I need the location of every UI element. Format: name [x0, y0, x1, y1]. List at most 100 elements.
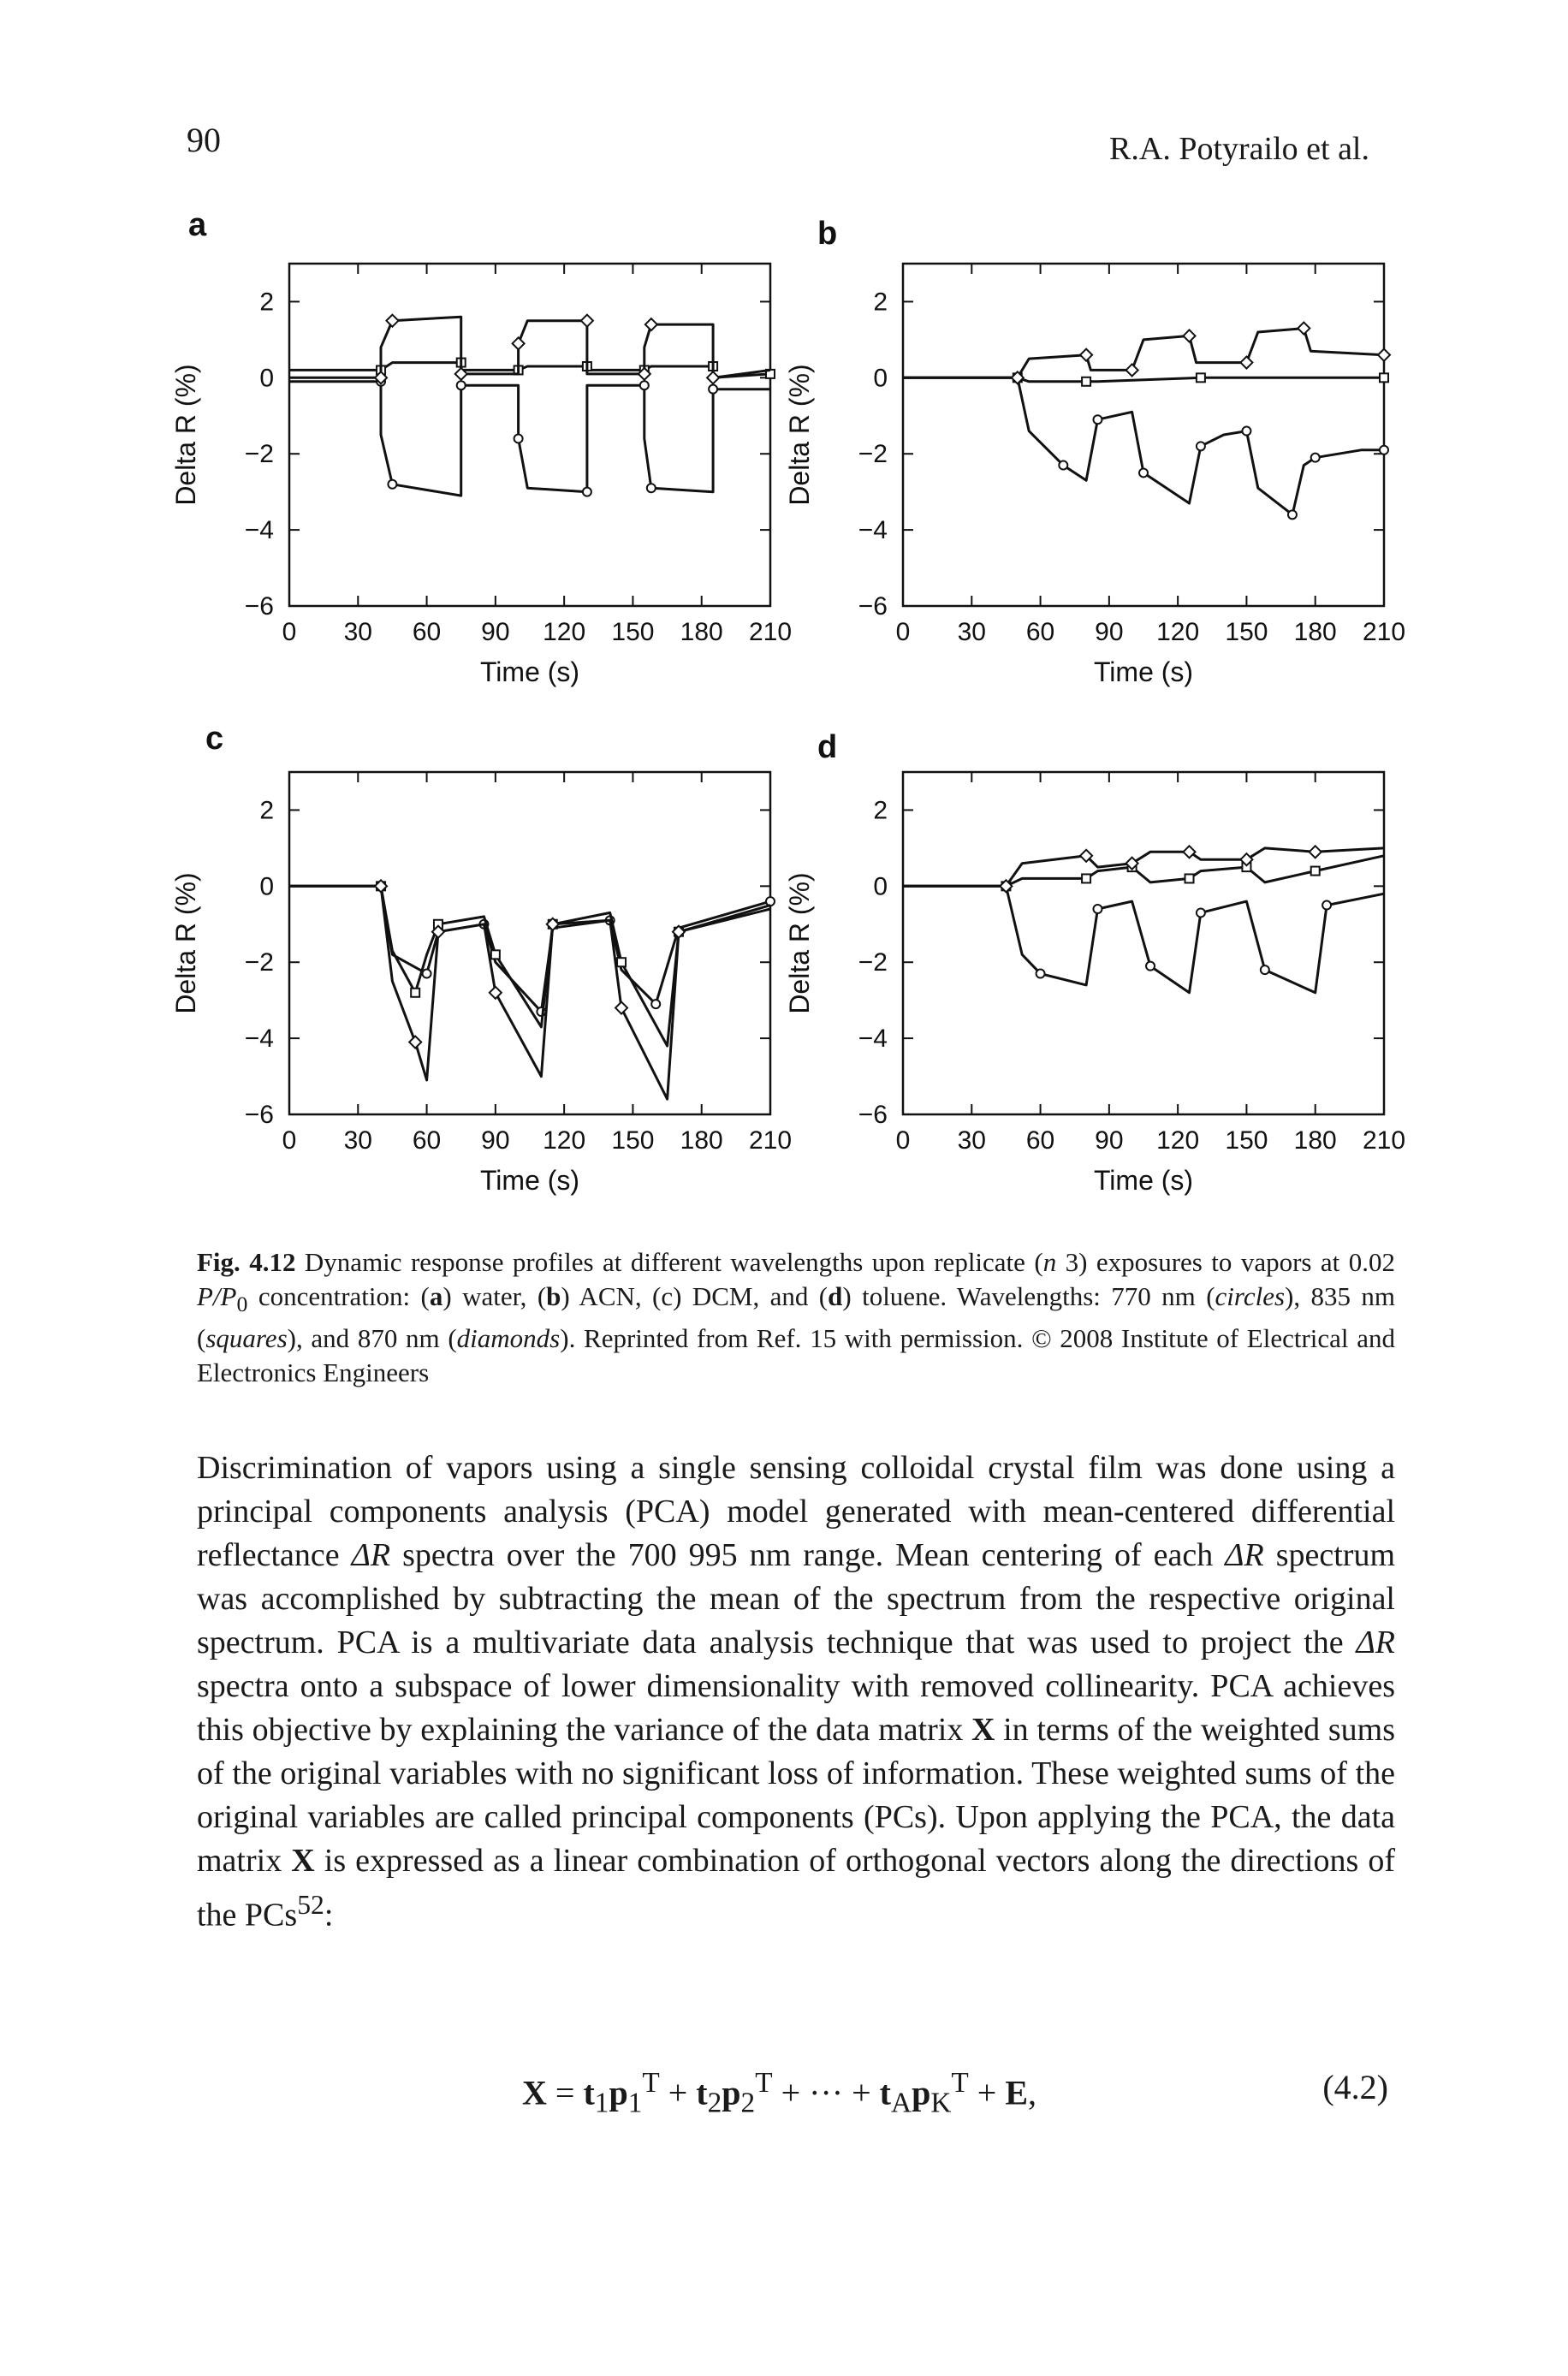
- data-point-circle: [1195, 441, 1206, 452]
- data-point-diamond: [373, 878, 389, 894]
- delta-r: ΔR: [1356, 1625, 1395, 1660]
- data-point-circle: [1322, 900, 1333, 911]
- data-point-circle: [1195, 907, 1206, 918]
- data-point-diamond: [1078, 347, 1094, 363]
- y-tick-label: −6: [245, 1101, 274, 1129]
- y-tick-label: −6: [858, 592, 888, 621]
- eq-x: X: [522, 2073, 547, 2112]
- matrix-x: X: [291, 1843, 315, 1879]
- y-tick-label: −2: [245, 948, 274, 977]
- plot-frame: [288, 770, 772, 1116]
- x-tick-label: 210: [749, 1126, 792, 1155]
- data-point-diamond: [999, 878, 1013, 894]
- data-point-diamond: [1078, 848, 1094, 864]
- x-axis-label: Time (s): [480, 656, 579, 687]
- data-point-diamond: [614, 1001, 629, 1015]
- body-text: in terms of the weighted sums of the ori…: [197, 1712, 1395, 1879]
- x-tick-label: 150: [1225, 1126, 1268, 1155]
- body-text: spectrum was accomplished by subtracting…: [197, 1537, 1396, 1660]
- y-tick-label: −6: [245, 592, 274, 621]
- data-point-circle: [638, 380, 650, 391]
- panel-label: d: [817, 729, 837, 765]
- plot-frame: [901, 770, 1386, 1116]
- data-point-circle: [387, 478, 398, 490]
- x-tick-label: 60: [413, 618, 441, 646]
- caption-squares: squares: [205, 1323, 288, 1354]
- eq-t: t: [696, 2073, 708, 2112]
- data-point-diamond: [1239, 355, 1254, 370]
- eq-e: E: [1005, 2073, 1028, 2112]
- x-tick-label: 90: [1095, 1126, 1123, 1155]
- matrix-x: X: [971, 1712, 995, 1748]
- eq-sub: 2: [740, 2087, 756, 2119]
- eq-t: t: [879, 2073, 891, 2112]
- running-head: R.A. Potyrailo et al.: [1109, 131, 1369, 167]
- y-axis-label: Delta R (%): [170, 872, 201, 1013]
- panel-label: b: [817, 216, 837, 252]
- data-point-diamond: [1182, 844, 1197, 859]
- x-tick-label: 150: [1225, 618, 1268, 646]
- series-line-circle: [289, 884, 771, 1013]
- data-point-circle: [1145, 960, 1156, 971]
- data-point-diamond: [1125, 363, 1140, 377]
- eq-t: t: [583, 2073, 595, 2112]
- data-point-diamond: [1010, 370, 1025, 385]
- caption-ratio-sub: 0: [236, 1292, 248, 1317]
- x-axis-label: Time (s): [1094, 656, 1193, 687]
- y-tick-label: −2: [245, 440, 274, 468]
- y-tick-label: −4: [858, 1025, 888, 1053]
- caption-text: Dynamic response profiles at different w…: [295, 1247, 1043, 1277]
- y-tick-label: −2: [858, 948, 888, 977]
- data-point-diamond: [431, 924, 446, 940]
- eq-sub: A: [890, 2087, 912, 2119]
- y-tick-label: 0: [259, 364, 274, 392]
- data-point-circle: [1035, 968, 1046, 979]
- series-line-diamond: [903, 846, 1385, 888]
- eq-comma: ,: [1028, 2073, 1036, 2112]
- caption-text: concentration: (: [247, 1281, 430, 1311]
- data-point-diamond: [1125, 856, 1140, 871]
- data-point-diamond: [579, 313, 595, 329]
- caption-text: ) toluene. Wavelengths: 770 nm (: [842, 1281, 1215, 1311]
- data-point-circle: [1259, 965, 1270, 976]
- body-text: spectra over the 700 995 nm range. Mean …: [390, 1537, 1226, 1573]
- series-line-circle: [903, 376, 1384, 516]
- series-line-diamond: [903, 327, 1385, 379]
- y-tick-label: −6: [858, 1101, 888, 1129]
- caption-text: ) ACN, (c) DCM, and (: [561, 1281, 829, 1311]
- eq-plus: + ··· +: [772, 2073, 880, 2112]
- y-tick-label: 0: [873, 872, 888, 900]
- data-point-circle: [708, 383, 719, 395]
- caption-text: 3) exposures to vapors at 0.02: [1056, 1247, 1395, 1277]
- data-point-diamond: [454, 366, 469, 382]
- x-tick-label: 30: [344, 1126, 372, 1155]
- body-text: :: [324, 1897, 334, 1933]
- caption-text: ) water, (: [442, 1281, 547, 1311]
- eq-sub: K: [930, 2087, 952, 2119]
- caption-text: ), 835 nm (: [197, 1281, 1396, 1354]
- x-tick-label: 0: [896, 1126, 911, 1155]
- equation-number: (4.2): [1322, 2068, 1388, 2106]
- data-point-circle: [421, 968, 432, 979]
- data-point-circle: [581, 486, 592, 497]
- x-tick-label: 60: [413, 1126, 441, 1155]
- eq-sub: 1: [627, 2087, 643, 2119]
- eq-sup: T: [642, 2067, 660, 2099]
- data-point-circle: [650, 999, 662, 1010]
- plot-frame: [288, 262, 772, 608]
- x-axis-label: Time (s): [480, 1165, 579, 1196]
- y-tick-label: −4: [245, 516, 274, 544]
- data-point-circle: [1241, 425, 1252, 437]
- x-tick-label: 150: [611, 618, 654, 646]
- y-tick-label: −4: [245, 1025, 274, 1053]
- data-point-diamond: [407, 1035, 423, 1049]
- y-tick-label: 2: [873, 288, 888, 316]
- y-axis-label: Delta R (%): [784, 364, 815, 505]
- x-tick-label: 120: [543, 618, 585, 646]
- body-text: spectra onto a subspace of lower dimensi…: [197, 1668, 1395, 1748]
- data-point-circle: [1310, 452, 1321, 463]
- body-text: Discrimination of vapors using a single …: [197, 1450, 1395, 1573]
- caption-text: ). Reprinted from Ref. 15 with permissio…: [197, 1323, 1395, 1388]
- y-axis-label: Delta R (%): [784, 872, 815, 1013]
